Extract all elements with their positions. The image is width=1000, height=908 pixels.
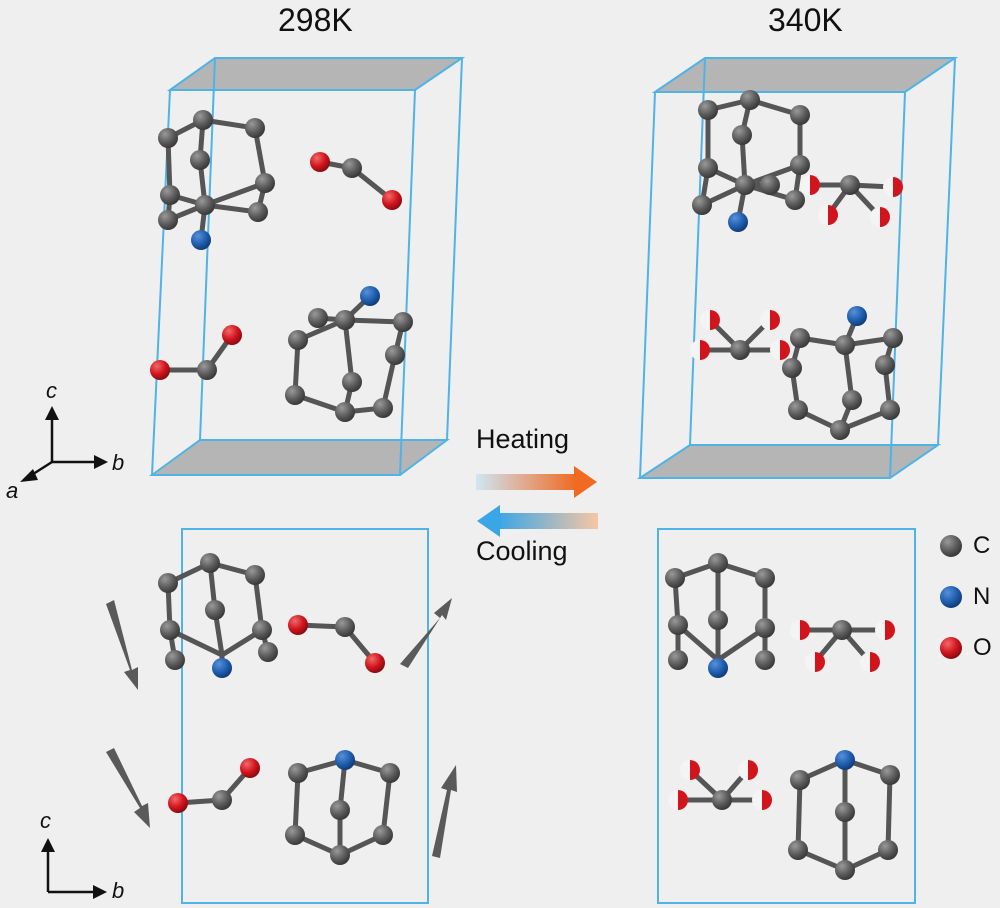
cell-bottom-face (636, 444, 942, 479)
cell-top-face (651, 57, 959, 93)
unit-cell-340k-2d (657, 528, 916, 904)
bonds-340k (697, 97, 896, 433)
axis-c-label-3d: c (46, 378, 57, 403)
unit-cell-298k-3d (148, 57, 466, 476)
heating-label: Heating (476, 424, 570, 454)
legend-marker-o (940, 637, 962, 659)
cooling-label: Cooling (476, 536, 568, 566)
panel-title-298k: 298K (278, 2, 353, 38)
legend-label-n: N (973, 583, 991, 610)
heating-arrow (476, 466, 597, 498)
panel-title-340k: 340K (768, 2, 843, 38)
cell-bottom-face (148, 439, 451, 476)
cell-edges (639, 57, 956, 479)
axis-c-label-2d: c (40, 808, 51, 833)
axis-b-label-2d: b (112, 878, 125, 903)
unit-cell-340k-3d (636, 57, 959, 479)
axis-triad-3d (20, 406, 108, 482)
legend-label-c: C (973, 532, 991, 559)
axis-a-label-3d: a (6, 478, 19, 503)
cooling-arrow (477, 505, 598, 537)
legend-markers (940, 535, 962, 659)
axis-2d (41, 838, 107, 899)
legend-marker-n (940, 586, 962, 608)
motion-arrows (106, 598, 457, 858)
axis-b-label-3d: b (112, 450, 125, 475)
unit-cell-298k-2d (158, 528, 429, 904)
legend-marker-c (940, 535, 962, 557)
atoms-340k (690, 90, 903, 440)
atoms-298k (150, 110, 413, 422)
legend-label-o: O (973, 634, 992, 661)
